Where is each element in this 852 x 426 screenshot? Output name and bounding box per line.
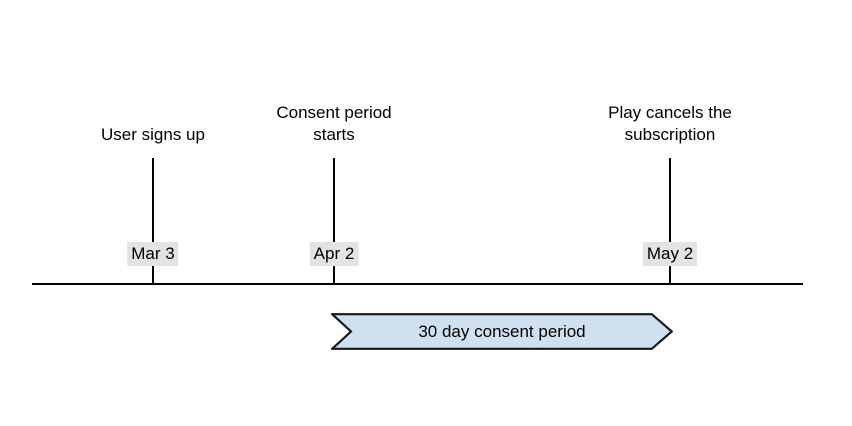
timeline-axis-line <box>32 283 803 285</box>
event-date-consent-start: Apr 2 <box>309 242 359 266</box>
consent-period-banner-shape <box>329 313 674 350</box>
event-stem-consent-start <box>333 158 335 284</box>
event-title-signup: User signs up <box>101 125 205 144</box>
event-stem-signup <box>152 158 154 284</box>
consent-period-banner: 30 day consent period <box>329 313 674 350</box>
event-title-cancel: Play cancels the subscription <box>608 103 732 144</box>
event-title-consent-start: Consent period starts <box>276 103 392 144</box>
event-date-cancel: May 2 <box>642 242 698 266</box>
event-stem-cancel <box>669 158 671 284</box>
event-date-signup: Mar 3 <box>127 242 179 266</box>
